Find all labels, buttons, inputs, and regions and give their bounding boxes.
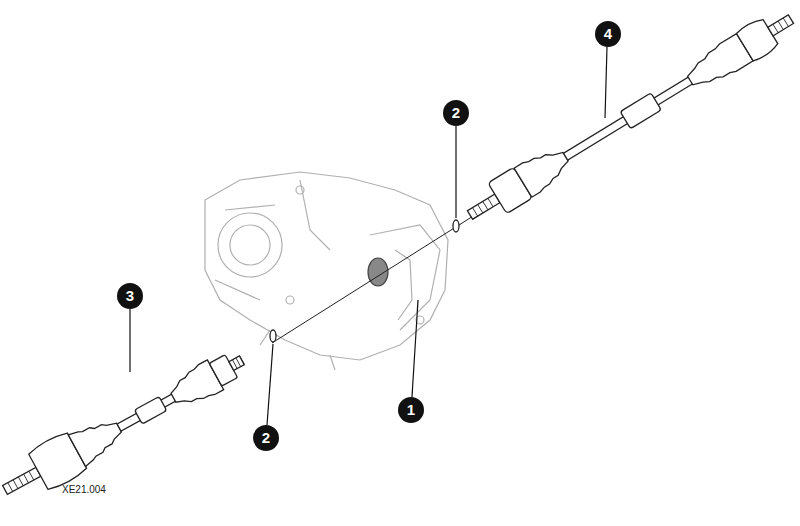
callout-number: 2 (254, 426, 278, 450)
callout-number: 4 (596, 22, 620, 46)
axis-line (272, 213, 478, 343)
seal-ring (453, 220, 459, 232)
callout-number: 1 (399, 398, 423, 422)
left-driveshaft (0, 340, 253, 510)
leader-lines (130, 47, 607, 425)
callout-circles (117, 21, 621, 451)
drawing-code: XE21.004 (62, 484, 106, 495)
right-driveshaft (461, 4, 800, 231)
callout-number: 3 (118, 284, 142, 308)
callout-number: 2 (444, 101, 468, 125)
seal-ring (270, 330, 276, 342)
transmission-housing (205, 172, 448, 370)
